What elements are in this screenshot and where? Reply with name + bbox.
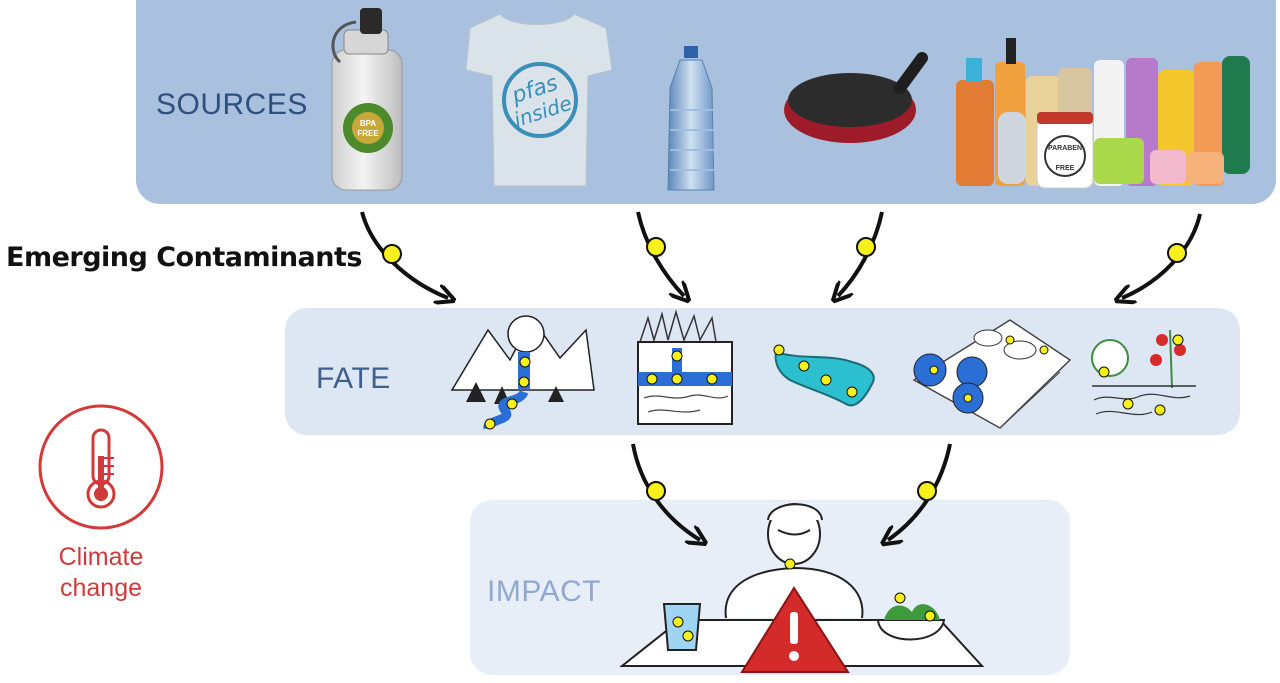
treatment-plant-image: [912, 319, 1072, 429]
soil-profile-image: [637, 309, 733, 425]
climate-line-2: change: [59, 574, 143, 602]
arrows-sources-to-fate: [360, 211, 1202, 298]
arrow-4: [1122, 213, 1202, 298]
plastic-bottle-image: [667, 46, 715, 191]
contaminant-dots-2: [646, 481, 937, 501]
arrow-2: [636, 211, 684, 296]
bpa-badge-free: FREE: [357, 129, 379, 138]
mountain-watershed-image: [450, 315, 595, 430]
crop-soil-image: [1091, 329, 1196, 416]
contaminant-dots-1: [382, 237, 1187, 264]
sources-label: SOURCES: [156, 88, 308, 121]
paraben-badge-text: PARABEN: [1048, 145, 1082, 152]
climate-change-label: Climate change: [35, 542, 167, 604]
water-bottle-image: BPA FREE: [331, 8, 403, 191]
tshirt-image: pfas inside: [465, 13, 613, 187]
thermometer-icon: [38, 404, 164, 530]
fate-label: FATE: [316, 362, 391, 395]
personal-care-products-image: PARABEN FREE: [956, 38, 1250, 189]
paraben-badge-free: FREE: [1056, 165, 1075, 172]
arrow-5: [631, 443, 700, 540]
impact-scene: [619, 503, 985, 673]
frying-pan-image: [784, 52, 928, 143]
water-body-image: [773, 344, 875, 407]
climate-line-1: Climate: [58, 543, 144, 571]
bpa-badge-text: BPA: [360, 119, 377, 128]
arrow-3: [838, 211, 884, 296]
arrow-1: [360, 211, 448, 298]
impact-label: IMPACT: [487, 575, 602, 608]
fate-panel: [285, 308, 1240, 435]
emerging-contaminants-label: Emerging Contaminants: [6, 242, 362, 273]
